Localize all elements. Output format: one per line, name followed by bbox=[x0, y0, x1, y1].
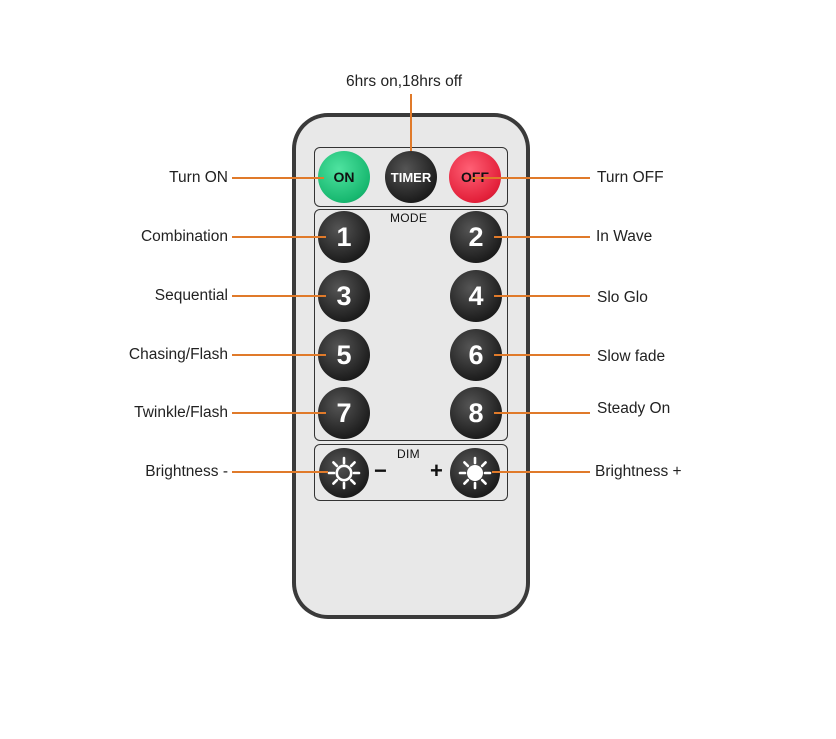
leader-line-4 bbox=[494, 295, 590, 297]
label-sequential: Sequential bbox=[154, 287, 228, 304]
leader-line-brightness-up bbox=[492, 471, 590, 473]
leader-line-5 bbox=[232, 354, 326, 356]
leader-line-2 bbox=[494, 236, 590, 238]
label-twinkle-flash: Twinkle/Flash bbox=[134, 404, 228, 421]
dim-title: DIM bbox=[397, 447, 420, 461]
timer-leader-line bbox=[410, 94, 412, 152]
label-chasing-flash: Chasing/Flash bbox=[128, 346, 228, 363]
brightness-up-button[interactable] bbox=[450, 448, 500, 498]
label-slo-glo: Slo Glo bbox=[597, 289, 648, 306]
label-slow-fade: Slow fade bbox=[597, 348, 666, 365]
mode-button-6[interactable]: 6 bbox=[450, 329, 502, 381]
timer-note: 6hrs on,18hrs off bbox=[346, 73, 463, 90]
brightness-down-button[interactable] bbox=[319, 448, 369, 498]
mode-button-7[interactable]: 7 bbox=[318, 387, 370, 439]
minus-sign: − bbox=[374, 458, 387, 483]
on-button[interactable]: ON bbox=[318, 151, 370, 203]
leader-line-8 bbox=[494, 412, 590, 414]
leader-line-turn-off bbox=[472, 177, 590, 179]
mode-button-1[interactable]: 1 bbox=[318, 211, 370, 263]
mode-button-3[interactable]: 3 bbox=[318, 270, 370, 322]
label-turn-off: Turn OFF bbox=[597, 169, 664, 186]
label-brightness-up: Brightness + bbox=[595, 463, 682, 480]
plus-sign: + bbox=[430, 458, 443, 483]
leader-line-turn-on bbox=[232, 177, 324, 179]
label-combination: Combination bbox=[140, 228, 228, 245]
sun-outline-icon bbox=[327, 456, 361, 490]
leader-line-7 bbox=[232, 412, 326, 414]
leader-line-6 bbox=[494, 354, 590, 356]
mode-button-8[interactable]: 8 bbox=[450, 387, 502, 439]
sun-filled-icon bbox=[458, 456, 492, 490]
label-turn-on: Turn ON bbox=[169, 169, 228, 186]
leader-line-1 bbox=[232, 236, 326, 238]
leader-line-brightness-down bbox=[232, 471, 328, 473]
leader-line-3 bbox=[232, 295, 326, 297]
label-brightness-down: Brightness - bbox=[145, 463, 228, 480]
mode-button-2[interactable]: 2 bbox=[450, 211, 502, 263]
timer-button[interactable]: TIMER bbox=[385, 151, 437, 203]
mode-button-5[interactable]: 5 bbox=[318, 329, 370, 381]
label-in-wave: In Wave bbox=[596, 228, 653, 245]
mode-title: MODE bbox=[390, 211, 428, 225]
mode-button-4[interactable]: 4 bbox=[450, 270, 502, 322]
label-steady-on: Steady On bbox=[597, 400, 671, 417]
